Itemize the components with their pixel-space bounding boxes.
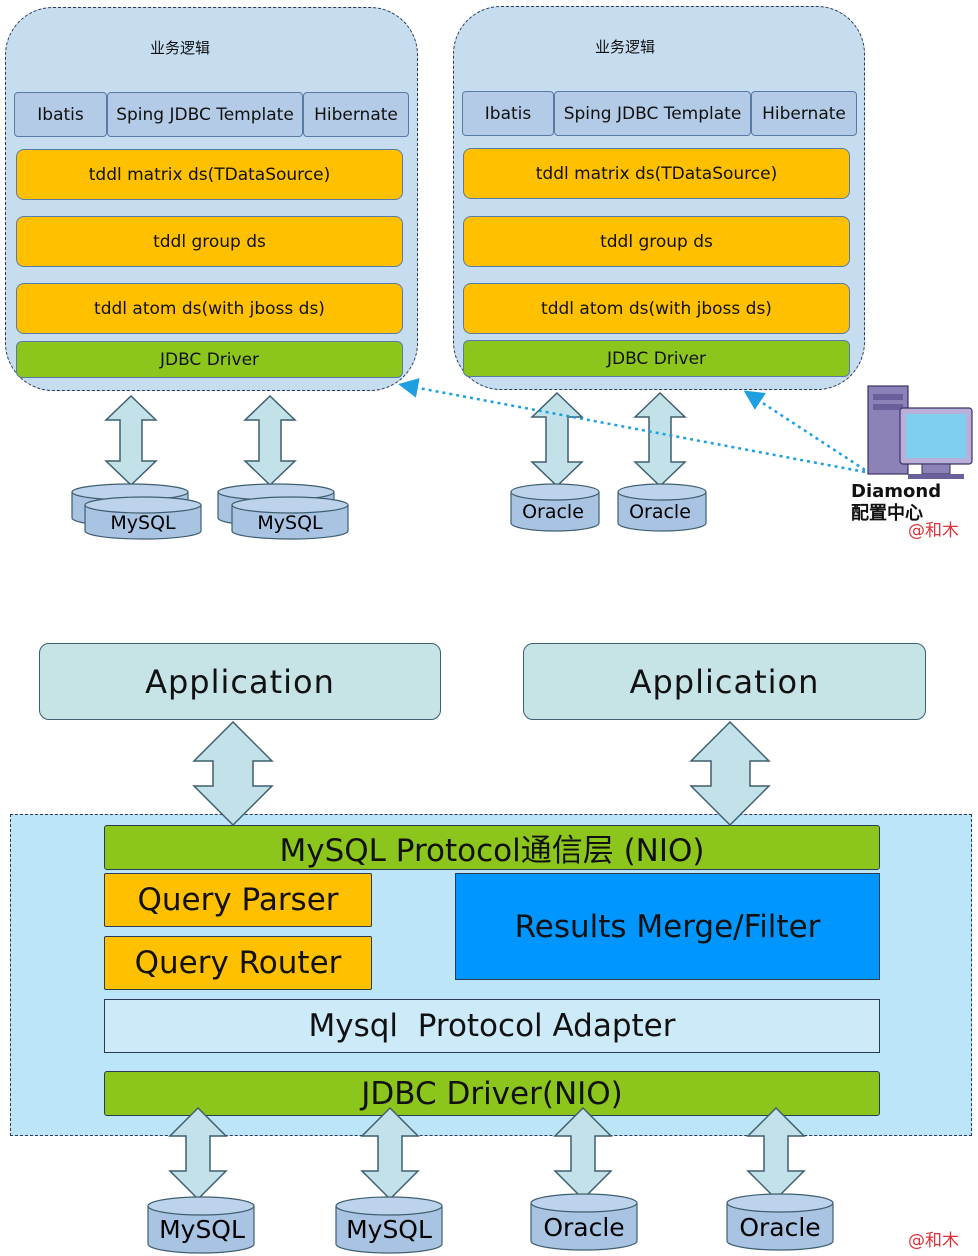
top-connectors: MySQL MySQL Oracle Oracle — [71, 378, 973, 540]
double-arrow — [553, 1106, 613, 1201]
mysql-protocol-layer: MySQL Protocol通信层 (NIO) — [104, 825, 880, 870]
query-router-box: Query Router — [104, 936, 372, 990]
framework-hibernate: Hibernate — [751, 91, 857, 136]
framework-hibernate: Hibernate — [303, 92, 409, 137]
server-computer-icon — [867, 385, 973, 479]
tddl-group-layer: tddl group ds — [16, 216, 403, 267]
double-arrow — [746, 1106, 806, 1201]
db-label: Oracle — [629, 501, 691, 523]
tddl-matrix-layer: tddl matrix ds(TDataSource) — [16, 149, 403, 200]
db-label: MySQL — [159, 1215, 245, 1244]
oracle-db-icon — [510, 483, 600, 532]
watermark: @和木 — [908, 521, 959, 541]
mysql-db-icon — [335, 1196, 443, 1254]
diamond-config-center-label: Diamond 配置中心 — [851, 481, 971, 525]
db-label: MySQL — [257, 512, 323, 534]
mysql-db-icon — [71, 483, 202, 540]
tddl-group-layer: tddl group ds — [463, 216, 850, 267]
double-arrow — [689, 720, 771, 827]
tddl-matrix-layer: tddl matrix ds(TDataSource) — [463, 148, 850, 199]
jdbc-driver-nio: JDBC Driver(NIO) — [104, 1071, 880, 1116]
results-merge-filter-box: Results Merge/Filter — [455, 873, 880, 980]
double-arrow — [168, 1106, 228, 1201]
tddl-atom-layer: tddl atom ds(with jboss ds) — [463, 283, 850, 334]
application-box: Application — [523, 643, 926, 720]
double-arrow — [104, 394, 158, 487]
config-link — [398, 378, 866, 474]
bottom-connectors: MySQL MySQL Oracle Oracle — [147, 720, 834, 1254]
right-cluster-title: 业务逻辑 — [594, 38, 655, 56]
framework-spring-jdbc: Sping JDBC Template — [554, 91, 751, 136]
framework-ibatis: Ibatis — [14, 92, 107, 137]
db-label: Oracle — [522, 501, 584, 523]
oracle-db-icon — [530, 1193, 638, 1251]
double-arrow — [530, 391, 584, 488]
db-label: Oracle — [543, 1213, 624, 1242]
mysql-protocol-adapter: Mysql Protocol Adapter — [104, 999, 880, 1053]
oracle-db-icon — [617, 483, 707, 532]
double-arrow — [192, 720, 274, 827]
jdbc-driver-left: JDBC Driver — [16, 341, 403, 378]
framework-ibatis: Ibatis — [462, 91, 554, 136]
db-label: MySQL — [346, 1215, 432, 1244]
mysql-db-icon — [147, 1196, 255, 1254]
db-label: MySQL — [110, 512, 176, 534]
tddl-atom-layer: tddl atom ds(with jboss ds) — [16, 283, 403, 334]
left-cluster-title: 业务逻辑 — [149, 39, 210, 57]
application-box: Application — [39, 643, 441, 720]
double-arrow — [243, 394, 297, 487]
db-label: Oracle — [739, 1213, 820, 1242]
oracle-db-icon — [726, 1193, 834, 1251]
jdbc-driver-right: JDBC Driver — [463, 340, 850, 377]
diamond-subtitle: 配置中心 — [851, 503, 923, 524]
framework-spring-jdbc: Sping JDBC Template — [107, 92, 303, 137]
config-link — [743, 390, 866, 472]
query-parser-box: Query Parser — [104, 873, 372, 927]
double-arrow — [633, 391, 687, 488]
double-arrow — [360, 1106, 420, 1201]
diamond-title: Diamond — [851, 481, 942, 502]
watermark: @和木 — [908, 1231, 959, 1251]
mysql-db-icon — [217, 483, 349, 540]
